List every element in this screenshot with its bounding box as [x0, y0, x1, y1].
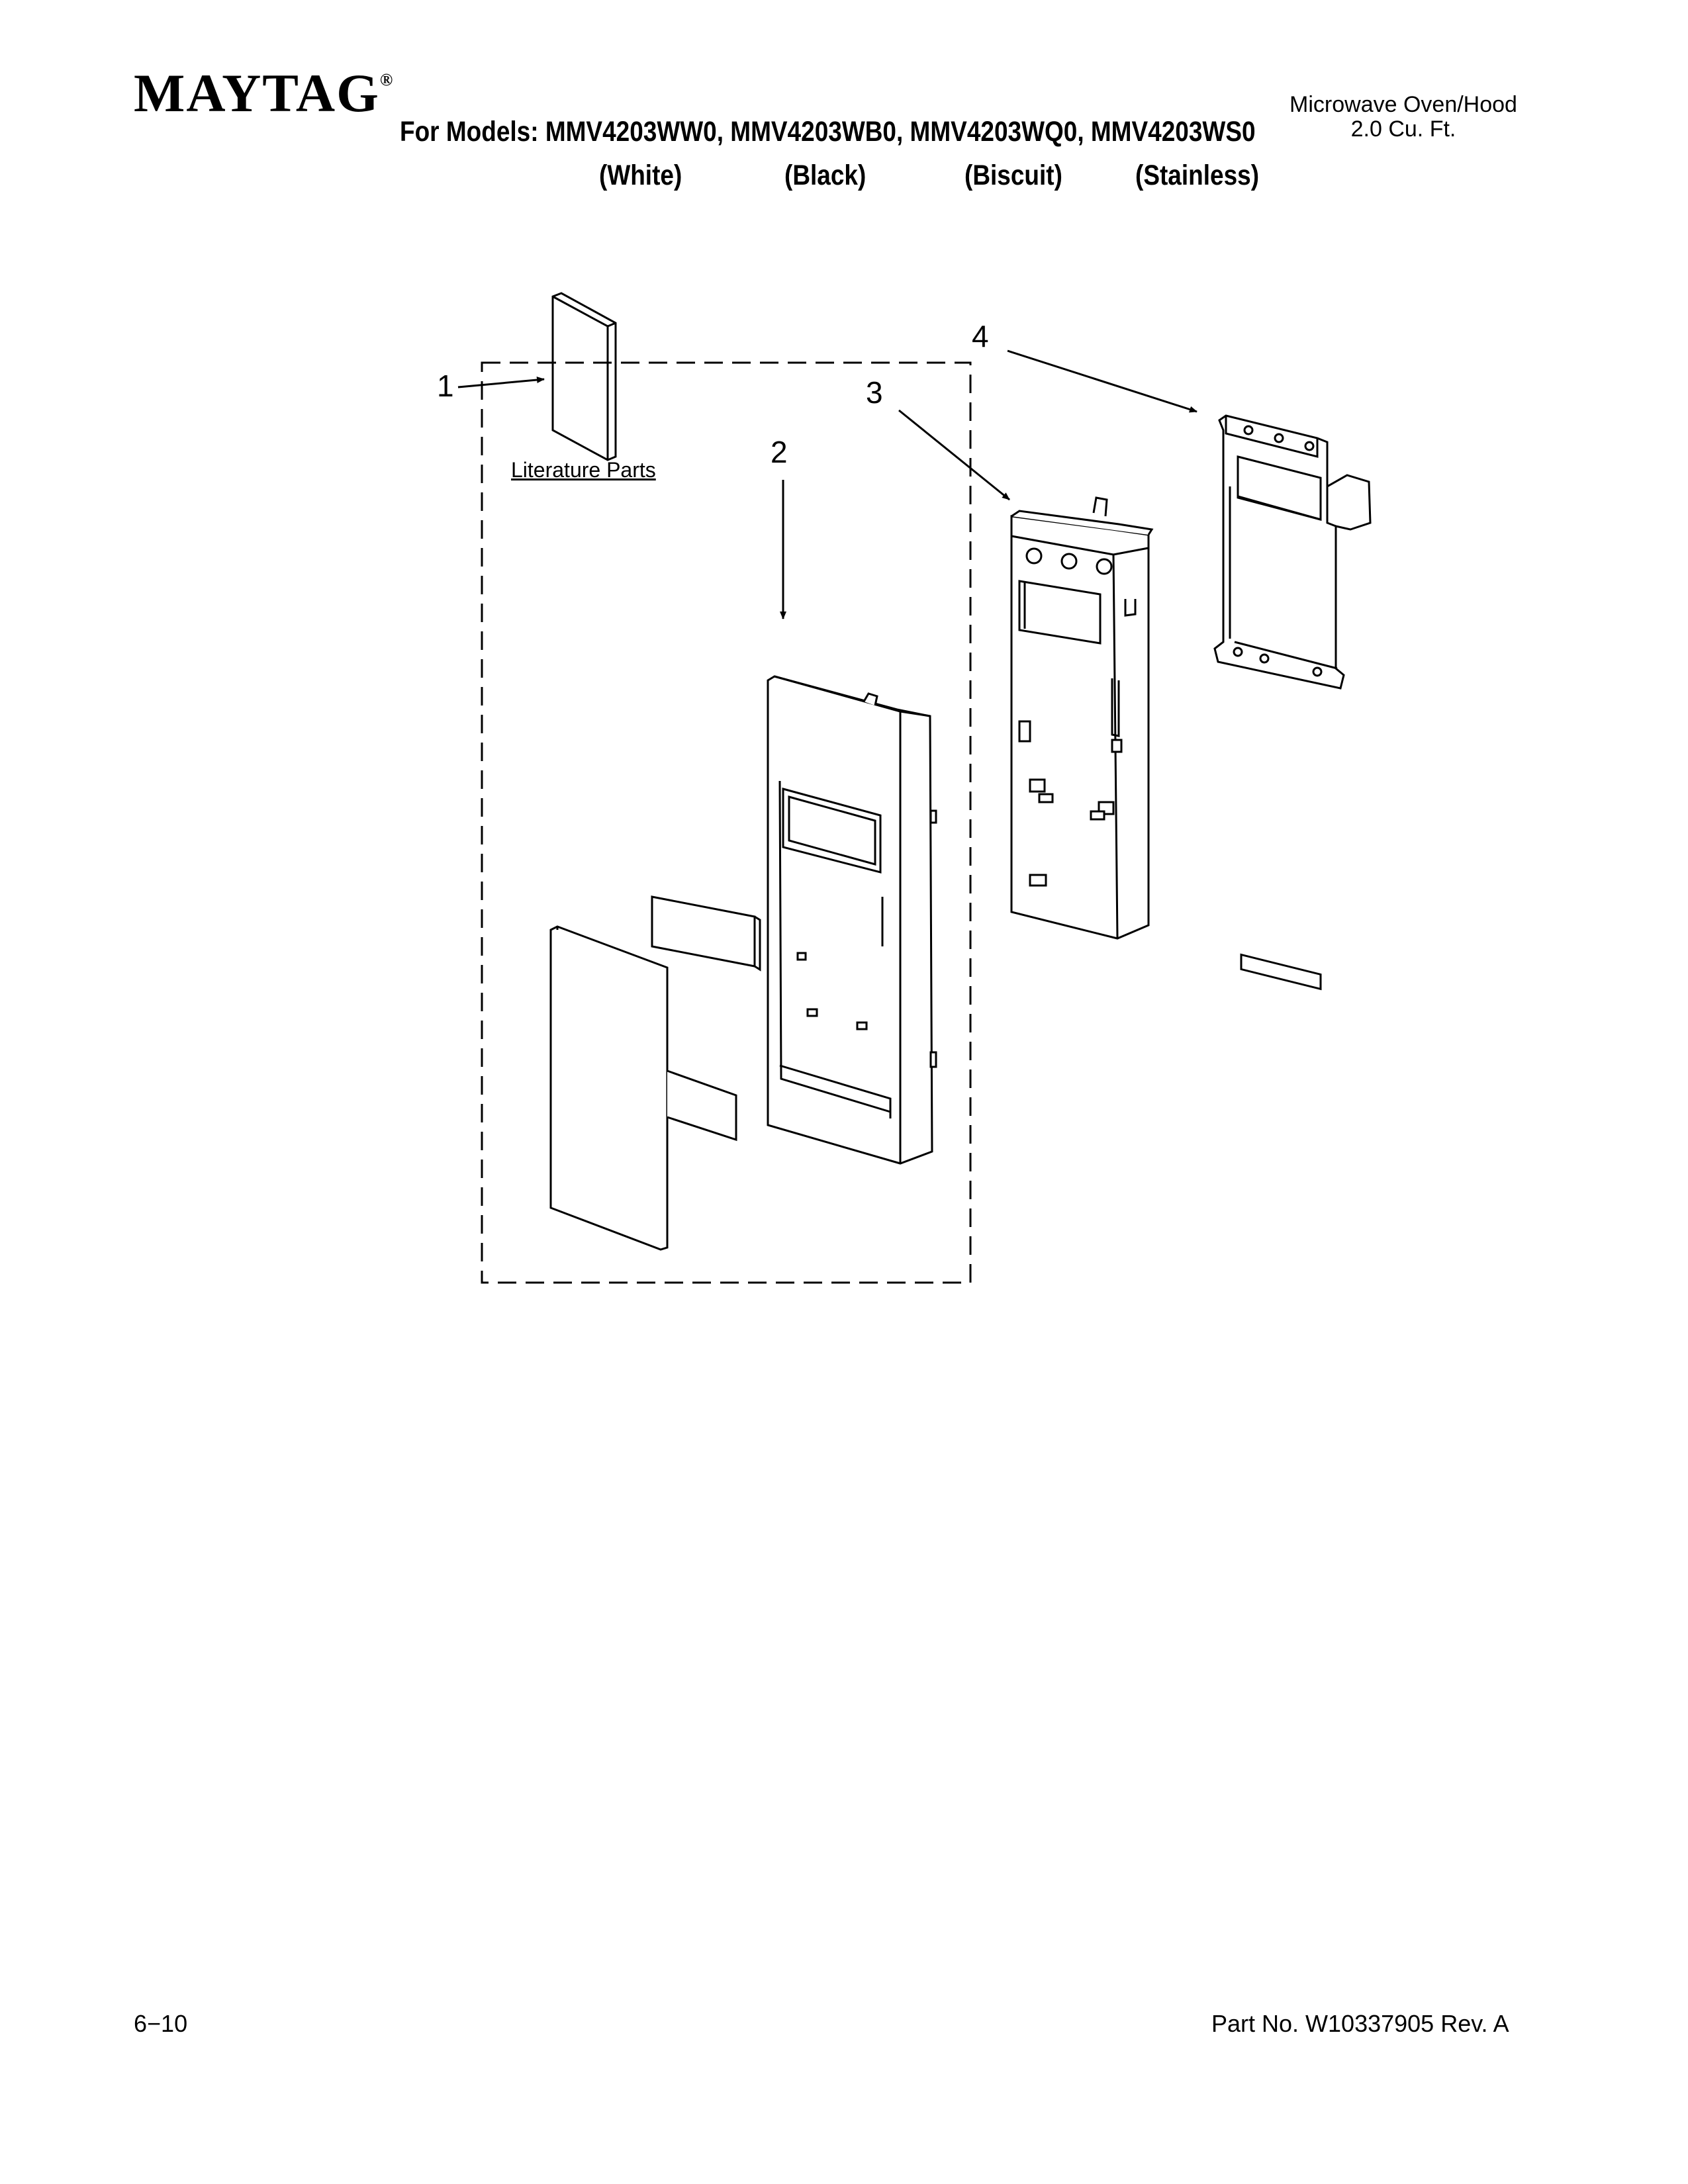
product-name: Microwave Oven/Hood — [1289, 92, 1517, 117]
color-white: (White) — [599, 159, 682, 191]
models-line: For Models: MMV4203WW0, MMV4203WB0, MMV4… — [400, 116, 1256, 148]
control-panel-kit-outline — [481, 361, 972, 1284]
literature-booklet — [551, 292, 617, 461]
brand-name: MAYTAG — [134, 63, 380, 123]
color-stainless: (Stainless) — [1135, 159, 1260, 191]
electronic-control-board — [1213, 414, 1372, 991]
leader-3 — [898, 409, 1010, 501]
product-info: Microwave Oven/Hood 2.0 Cu. Ft. — [1264, 92, 1542, 142]
control-overlay — [549, 925, 669, 1251]
leader-1 — [457, 377, 545, 388]
control-panel-frame — [767, 675, 937, 1165]
product-capacity: 2.0 Cu. Ft. — [1350, 116, 1456, 142]
literature-parts-label: Literature Parts — [511, 458, 656, 482]
callout-1: 1 — [437, 369, 454, 403]
ribbon-connector — [667, 1069, 737, 1142]
color-black: (Black) — [784, 159, 867, 191]
part-number: Part No. W10337905 Rev. A — [1211, 2010, 1509, 2037]
color-biscuit: (Biscuit) — [964, 159, 1062, 191]
registered-mark: ® — [379, 70, 395, 89]
leader-4 — [1007, 349, 1197, 413]
callout-4: 4 — [972, 319, 989, 353]
date-code: 6−10 — [134, 2010, 188, 2037]
brand-logo: MAYTAG® — [134, 66, 394, 120]
display-lens — [651, 895, 761, 972]
control-panel-housing — [1010, 496, 1154, 940]
callout-2: 2 — [771, 435, 788, 469]
callout-3: 3 — [866, 375, 883, 410]
